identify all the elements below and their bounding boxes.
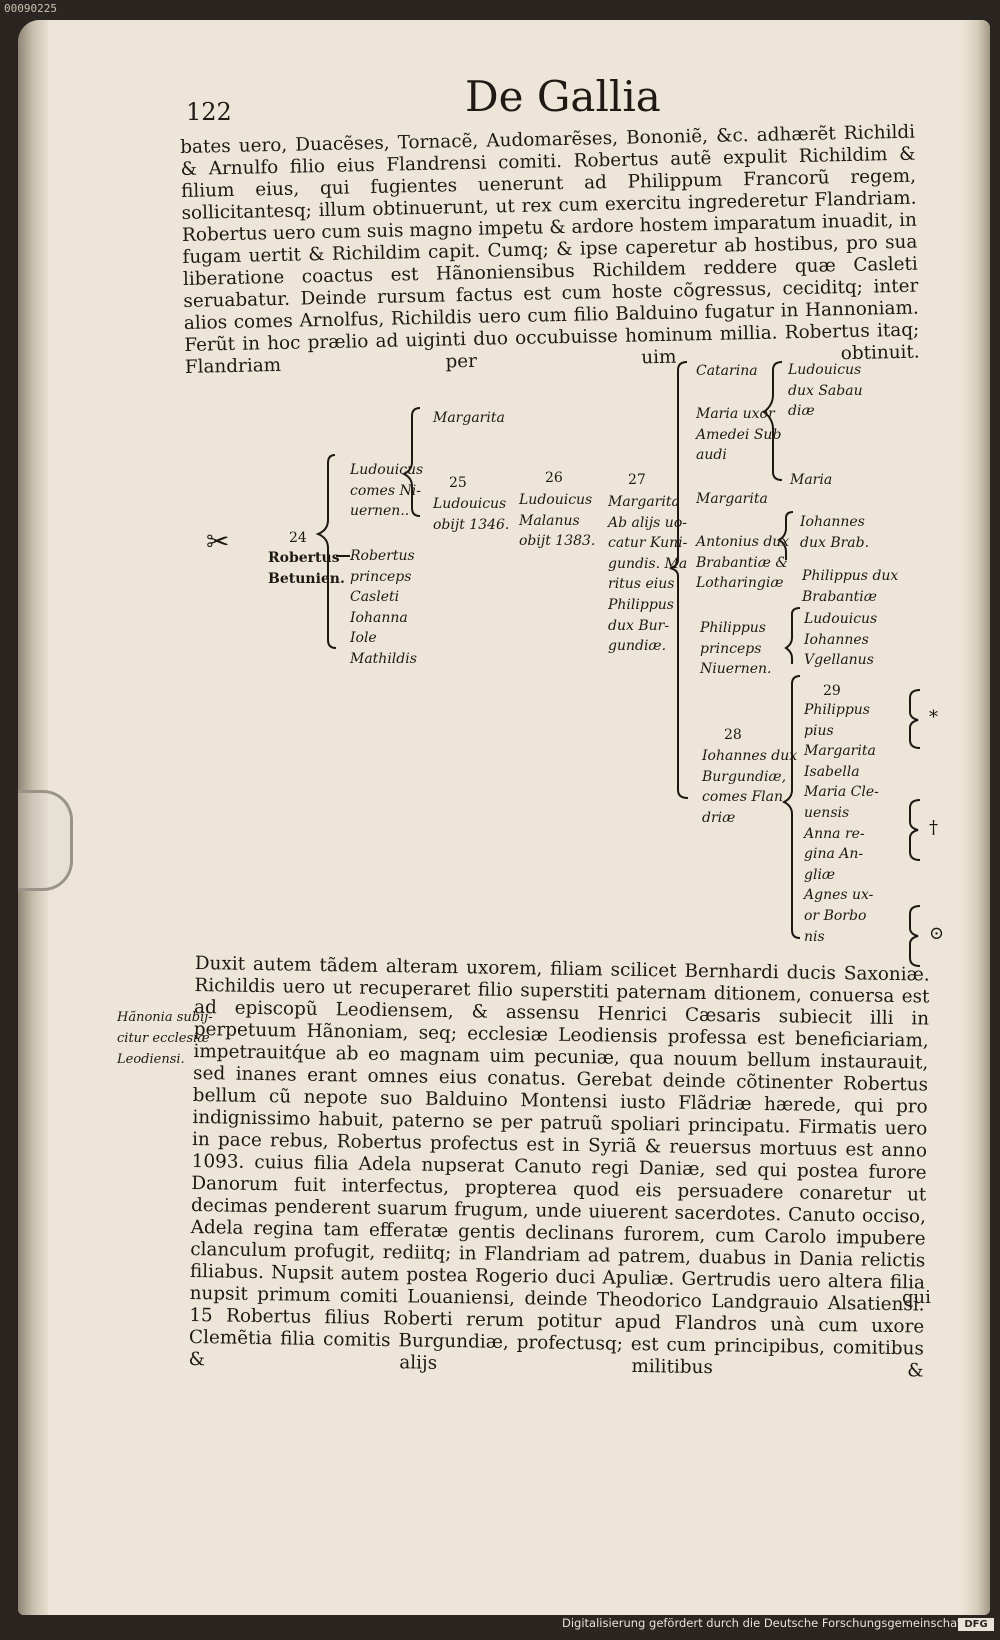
book-page (18, 20, 990, 1615)
person-maria-3: Maria (790, 472, 833, 488)
scan-reference-code: 00090225 (4, 2, 57, 15)
children-philippus-pius-group: Philippus pius Margarita Isabella Maria … (804, 702, 879, 945)
footer-credit: Digitalisierung gefördert durch die Deut… (562, 1616, 974, 1630)
person-antonius: Antonius dux Brabantiæ & Lotharingiæ (696, 534, 790, 592)
asterisk-symbol: * (929, 707, 938, 728)
running-title: De Gallia (465, 72, 661, 121)
paragraph-bottom: Duxit autem tãdem alteram uxorem, filiam… (188, 953, 930, 1382)
scissors-icon: ✂ (206, 525, 230, 558)
margin-note: Hãnonia subij- citur ecclesiæ Leodiensi. (117, 1010, 213, 1067)
person-philippus-niuernen: Philippus princeps Niuernen. (700, 620, 772, 678)
gen-number-29: 29 (823, 683, 841, 699)
person-ludouicus-sabaudiae: Ludouicus dux Sabau diæ (788, 362, 863, 420)
gen-number-27: 27 (628, 472, 646, 488)
page-edge (962, 20, 990, 1615)
person-ludouicus-niuernen: Ludouicus comes Ni- uernen.. (350, 462, 424, 520)
person-margarita-kunigundis: Margarita Ab alijs uo- catur Kuni- gundi… (608, 494, 688, 655)
page-clip (18, 790, 73, 891)
siblings-ludouicus-group: Ludouicus Iohannes Vgellanus (804, 611, 878, 669)
gen-number-28: 28 (724, 727, 742, 743)
person-iohannes-burgundiae: Iohannes dux Burgundiæ, comes Flan driæ (702, 748, 798, 826)
person-iohannes-brab: Iohannes dux Brab. (800, 514, 870, 551)
gen-number-26: 26 (545, 470, 563, 486)
catchword: qui (902, 1287, 931, 1308)
person-catarina: Catarina (696, 363, 758, 379)
siblings-robertus-group: Robertus princeps Casleti Iohanna Iole M… (350, 548, 417, 667)
circle-dot-symbol: ⊙ (929, 923, 945, 944)
person-maria-uxor: Maria uxor Amedei Sub audi (696, 406, 782, 464)
person-margarita-1: Margarita (433, 410, 505, 426)
person-robertus-betunien: Robertus Betunien. (268, 550, 345, 587)
dfg-logo: DFG (958, 1618, 994, 1631)
person-philippus-brabantiae: Philippus dux Brabantiæ (802, 568, 899, 605)
dagger-symbol: † (929, 817, 938, 838)
person-ludouicus-1346: Ludouicus obijt 1346. (433, 496, 510, 533)
person-margarita-2: Margarita (696, 491, 768, 507)
gen-number-25: 25 (449, 475, 467, 491)
person-ludouicus-malanus: Ludouicus Malanus obijt 1383. (519, 492, 596, 550)
gen-number-24: 24 (289, 530, 307, 546)
page-number: 122 (186, 98, 232, 126)
